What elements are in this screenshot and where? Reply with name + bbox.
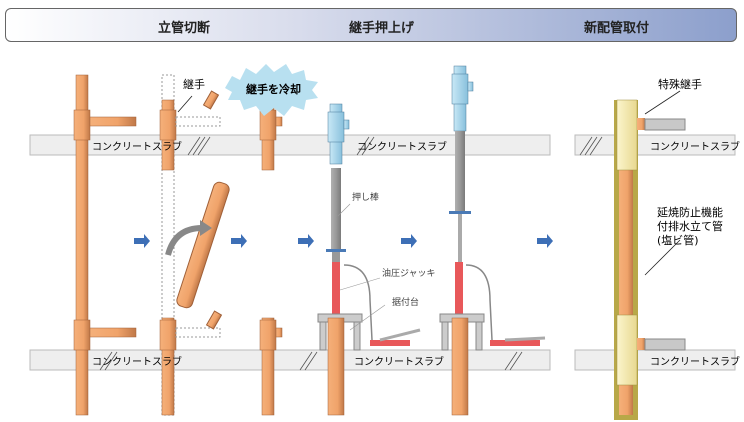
cut-pipe	[159, 74, 230, 416]
push-rod-label: 押し棒	[352, 191, 379, 203]
fire-pipe-label-2: 付排水立て管	[657, 219, 723, 233]
step-push-label: 継手押上げ	[349, 21, 415, 36]
hydraulic-jack-label: 油圧ジャッキ	[382, 267, 436, 279]
cool-joint-label: 継手を冷却	[246, 82, 301, 96]
push-up-assembly	[317, 103, 421, 416]
process-header: 立管切断 継手押上げ 新配管取付	[5, 8, 737, 42]
slab-break-marks	[99, 136, 603, 371]
arrow-right-icon	[298, 234, 314, 248]
arrow-right-icon	[401, 234, 417, 248]
step-cut-label: 立管切断	[158, 21, 211, 36]
new-pipe-assembly	[614, 99, 686, 420]
joint-label: 継手	[183, 77, 205, 91]
cooling-burst	[225, 64, 318, 116]
slab-label: コンクリートスラブ	[354, 355, 444, 368]
slab-label: コンクリートスラブ	[92, 355, 182, 368]
fire-pipe-label-3: (塩ビ管)	[657, 233, 699, 247]
arrow-right-icon	[231, 234, 247, 248]
slab-label: コンクリートスラブ	[650, 355, 740, 368]
fire-pipe-label-1: 延焼防止機能	[657, 205, 723, 219]
arrow-right-icon	[537, 234, 553, 248]
step-install-label: 新配管取付	[584, 21, 650, 36]
slab-label: コンクリートスラブ	[92, 140, 182, 153]
slab-label: コンクリートスラブ	[650, 140, 740, 153]
arrow-right-icon	[134, 234, 150, 248]
pushed-up-assembly	[439, 65, 546, 416]
step-arrows	[134, 234, 553, 248]
slab-label: コンクリートスラブ	[357, 140, 447, 153]
mount-base-label: 据付台	[392, 296, 419, 308]
rotate-arrow-icon	[165, 225, 203, 256]
original-pipe	[73, 74, 137, 416]
special-joint-label: 特殊継手	[658, 77, 702, 91]
